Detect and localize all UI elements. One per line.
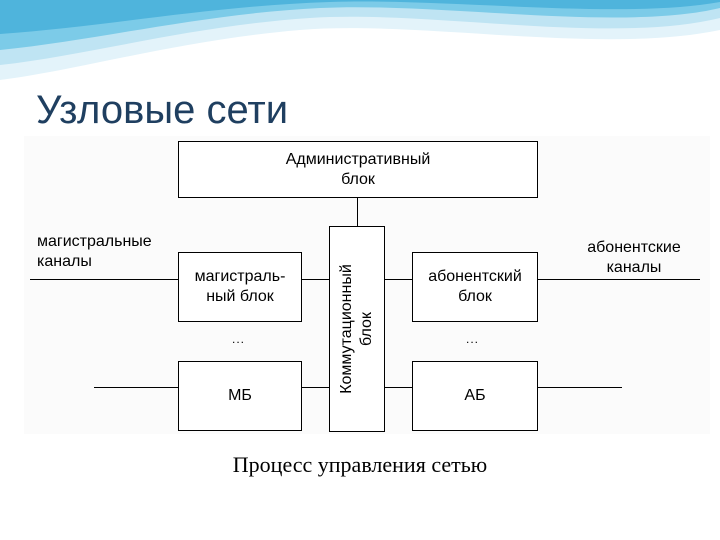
admin-block: Административный блок bbox=[178, 141, 538, 198]
mb-block: МБ bbox=[178, 361, 302, 431]
ab-block-label: АБ bbox=[464, 387, 486, 404]
trunk-block-label: магистраль- ный блок bbox=[194, 268, 286, 305]
mb-block-label: МБ bbox=[228, 387, 252, 404]
subscriber-block: абонентский блок bbox=[412, 252, 538, 322]
subscriber-block-label: абонентский блок bbox=[428, 268, 522, 305]
admin-block-label: Административный блок bbox=[285, 150, 431, 188]
subscriber-channels-label: абонентские каналы bbox=[587, 239, 681, 276]
admin-to-switch-line bbox=[357, 197, 358, 226]
subscriber-channel-line bbox=[384, 279, 700, 280]
ab-block: АБ bbox=[412, 361, 538, 431]
slide-title: Узловые сети bbox=[36, 88, 289, 132]
switch-block-label: Коммутационный блок bbox=[338, 264, 375, 394]
trunk-channels-label: магистральные каналы bbox=[37, 233, 152, 270]
diagram-caption: Процесс управления сетью bbox=[232, 452, 488, 477]
ellipsis-right: ... bbox=[466, 332, 480, 346]
switch-block: Коммутационный блок bbox=[329, 226, 385, 432]
header-wave-decoration bbox=[0, 0, 720, 80]
trunk-block: магистраль- ный блок bbox=[178, 252, 302, 322]
ellipsis-left: ... bbox=[232, 332, 246, 346]
